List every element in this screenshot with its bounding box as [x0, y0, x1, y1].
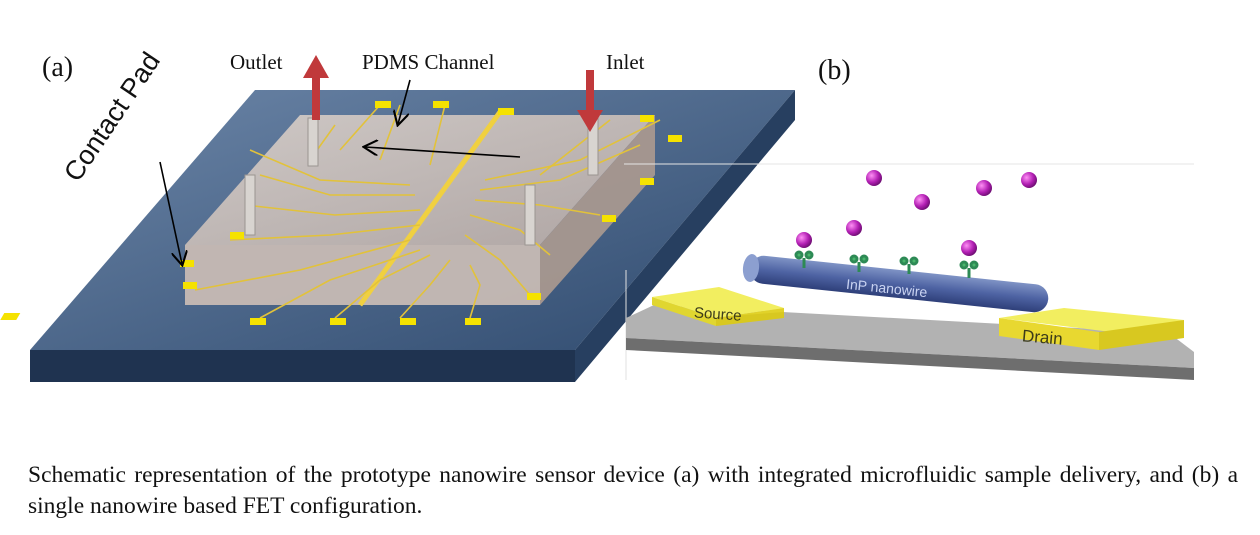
inp-nanowire	[742, 254, 1049, 313]
substrate	[626, 305, 1194, 380]
figure: (a) Outlet PDMS Channel Inlet Contact Pa…	[0, 47, 1194, 382]
outlet-label: Outlet	[230, 50, 283, 74]
panel-b-letter: (b)	[818, 55, 851, 86]
drain-label: Drain	[1021, 326, 1064, 349]
gold-electrode-traces	[194, 104, 661, 319]
drain-electrode	[999, 308, 1184, 350]
panel-a-letter: (a)	[42, 52, 74, 83]
figure-caption: Schematic representation of the prototyp…	[28, 462, 1238, 519]
source-label: Source	[693, 304, 743, 325]
flow-arrows	[159, 55, 603, 264]
source-electrode	[652, 287, 784, 326]
receptor-antibodies	[794, 250, 979, 278]
panel-a-illustration	[0, 55, 795, 382]
pdms-channel-label: PDMS Channel	[362, 50, 495, 74]
pdms-channel-block	[185, 115, 655, 305]
inlet-label: Inlet	[606, 50, 645, 74]
panel-b-illustration	[624, 163, 1194, 380]
target-molecules	[796, 170, 1037, 256]
